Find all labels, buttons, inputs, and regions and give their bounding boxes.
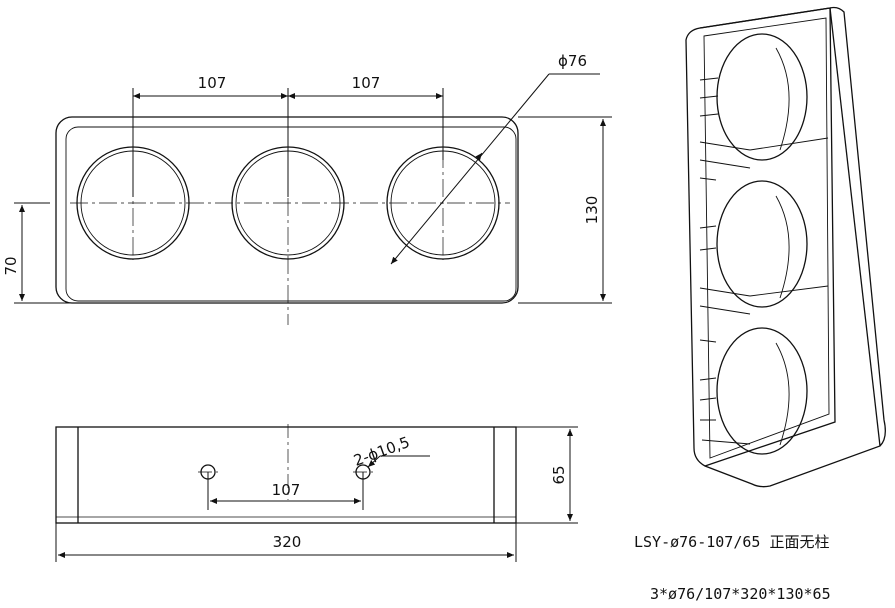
diameter-leader bbox=[390, 73, 600, 265]
front-outline-inner bbox=[65, 126, 517, 302]
dim-height: 130 bbox=[583, 196, 601, 225]
dim-hole-spacing: 107 bbox=[272, 481, 301, 499]
iso-opening-middle bbox=[716, 180, 808, 308]
dim-depth: 65 bbox=[550, 465, 568, 484]
iso-housing-outline bbox=[685, 6, 886, 488]
front-spacing-dimensions bbox=[132, 88, 444, 197]
dim-width: 320 bbox=[273, 533, 302, 551]
iso-front-face bbox=[699, 7, 836, 467]
spec-caption: 3*ø76/107*320*130*65 bbox=[650, 585, 831, 603]
iso-inner-frame bbox=[703, 17, 830, 459]
dim-offset: 70 bbox=[2, 256, 20, 275]
front-offset-dimension bbox=[14, 202, 78, 304]
iso-ribs bbox=[699, 77, 751, 445]
dim-spacing-left: 107 bbox=[198, 74, 227, 92]
front-outline-outer bbox=[55, 116, 519, 304]
dim-hole-callout: 2-ϕ10,5 bbox=[351, 433, 412, 470]
bottom-hole-spacing bbox=[207, 472, 364, 510]
front-view bbox=[55, 116, 519, 304]
dim-spacing-right: 107 bbox=[352, 74, 381, 92]
model-caption: LSY-ø76-107/65 正面无柱 bbox=[634, 533, 830, 551]
isometric-view bbox=[685, 6, 886, 488]
iso-opening-bottom bbox=[716, 327, 808, 455]
iso-opening-top bbox=[716, 33, 808, 161]
bottom-depth-dimension bbox=[516, 426, 578, 524]
bottom-outline bbox=[55, 426, 517, 524]
front-height-dimension bbox=[518, 116, 612, 304]
dim-diameter: ϕ76 bbox=[558, 52, 587, 70]
bottom-width-dimension bbox=[55, 523, 517, 562]
front-centerlines bbox=[70, 140, 510, 325]
bottom-view bbox=[55, 426, 517, 524]
hole-callout-leader bbox=[367, 455, 430, 468]
